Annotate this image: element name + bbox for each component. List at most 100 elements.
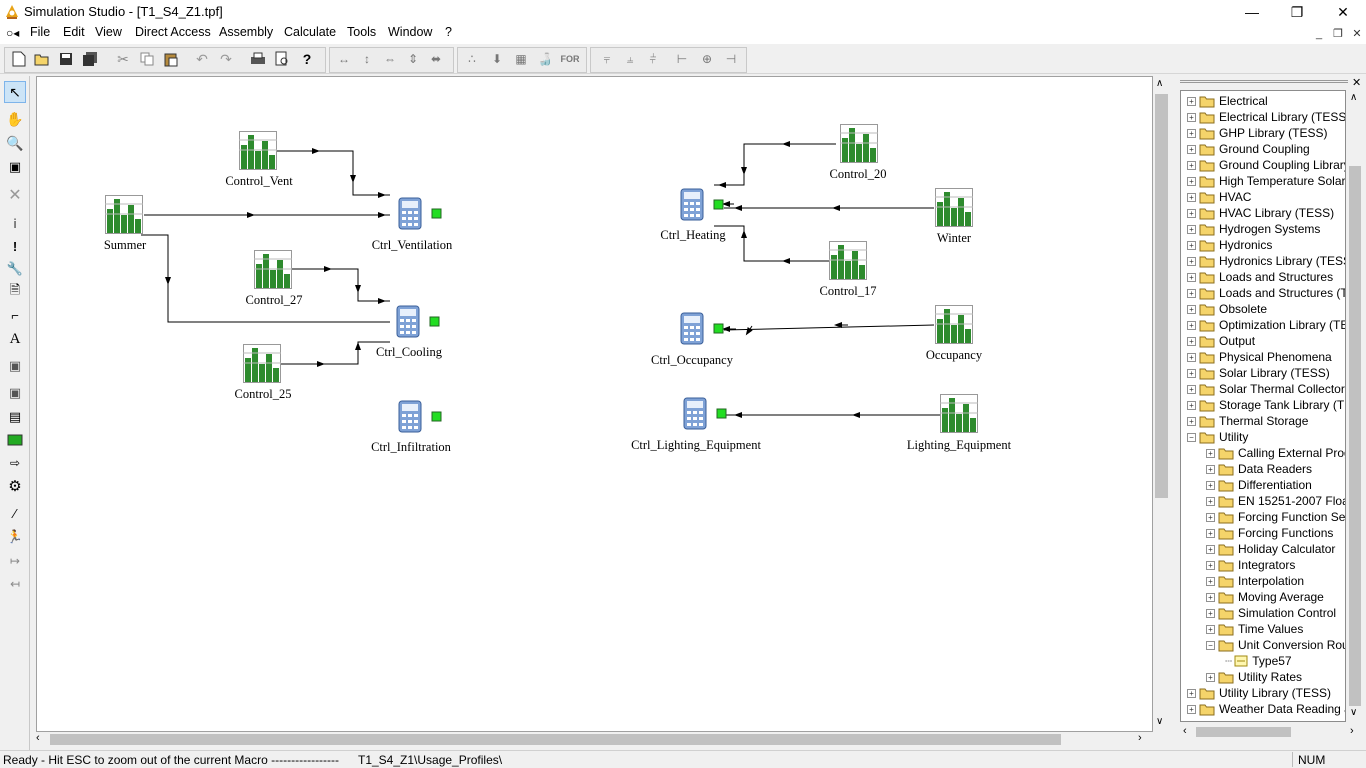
tree-item[interactable]: +Simulation Control	[1206, 605, 1336, 621]
expand-icon[interactable]: +	[1187, 112, 1196, 122]
tree-item[interactable]: +Obsolete	[1187, 301, 1267, 317]
probe-icon[interactable]: ∕	[13, 505, 17, 521]
tree-item[interactable]: +Output	[1187, 333, 1255, 349]
horizontal-scrollbar[interactable]: ‹ ›	[36, 732, 1153, 747]
library-tree[interactable]: +Electrical+Electrical Library (TESS)+GH…	[1180, 90, 1346, 722]
expand-icon[interactable]: +	[1206, 512, 1215, 522]
same-height-icon[interactable]: ⇕	[407, 52, 419, 66]
align-right-icon[interactable]: ⊣	[725, 52, 737, 66]
tree-item[interactable]: +GHP Library (TESS)	[1187, 125, 1327, 141]
text-tool-icon[interactable]: A	[9, 330, 21, 347]
vertical-scrollbar[interactable]: ∧ ∨	[1153, 76, 1170, 732]
same-width-icon[interactable]: ⇔	[384, 52, 396, 66]
expand-icon[interactable]: +	[1187, 208, 1196, 218]
component-control-vent[interactable]	[239, 131, 277, 174]
align-bottom-icon[interactable]: ⫩	[649, 51, 657, 66]
expand-icon[interactable]: +	[1187, 352, 1196, 362]
expand-icon[interactable]: +	[1187, 336, 1196, 346]
collapse-icon[interactable]: −	[1187, 432, 1196, 442]
settings-gear-icon[interactable]: ⚙	[8, 478, 22, 495]
table-icon[interactable]: ▦	[515, 52, 527, 66]
menu-calculate[interactable]: Calculate	[284, 25, 337, 39]
undo-icon[interactable]: ↶	[196, 50, 208, 67]
expand-icon[interactable]: +	[1206, 448, 1215, 458]
component-ctrl-occupancy[interactable]	[680, 312, 726, 349]
menu-window[interactable]: Window	[388, 25, 433, 39]
expand-icon[interactable]: +	[1206, 528, 1215, 538]
expand-icon[interactable]: +	[1187, 128, 1196, 138]
panel-close-icon[interactable]: ✕	[1352, 77, 1362, 89]
component-control-25[interactable]	[243, 344, 281, 387]
tree-item[interactable]: ┄Type57	[1225, 653, 1292, 669]
select-pointer-icon[interactable]: ↖	[4, 81, 26, 103]
tree-scroll-down-icon[interactable]: ∨	[1350, 707, 1358, 718]
print-preview-icon[interactable]	[272, 49, 292, 69]
expand-icon[interactable]: +	[1206, 592, 1215, 602]
expand-icon[interactable]: +	[1187, 256, 1196, 266]
tree-scroll-up-icon[interactable]: ∧	[1350, 92, 1358, 103]
component-control-27[interactable]	[254, 250, 292, 293]
delete-icon[interactable]: ✕	[8, 187, 22, 204]
tree-item[interactable]: +Forcing Function Seq	[1206, 509, 1345, 525]
expand-icon[interactable]: +	[1206, 544, 1215, 554]
document-icon[interactable]: 🗎	[9, 282, 21, 297]
zoom-icon[interactable]: 🔍	[6, 134, 24, 151]
tree-item[interactable]: +Thermal Storage	[1187, 413, 1308, 429]
expand-icon[interactable]: +	[1187, 416, 1196, 426]
space-horizontal-icon[interactable]: ↔	[338, 52, 350, 66]
macro-icon[interactable]: ▣	[8, 358, 22, 373]
tree-item[interactable]: +Utility Rates	[1206, 669, 1302, 685]
tree-item[interactable]: +Holiday Calculator	[1206, 541, 1335, 557]
wrench-icon[interactable]: 🔧	[6, 261, 24, 276]
expand-icon[interactable]: +	[1187, 96, 1196, 106]
child-minimize-icon[interactable]: _	[1315, 27, 1323, 40]
run-icon[interactable]: 🏃	[6, 529, 24, 544]
tree-item[interactable]: +Loads and Structures	[1187, 269, 1333, 285]
macro-expand-icon[interactable]: ▣	[8, 385, 22, 400]
tree-item[interactable]: +Moving Average	[1206, 589, 1324, 605]
align-left-icon[interactable]: ⊢	[676, 52, 688, 66]
expand-icon[interactable]: +	[1206, 496, 1215, 506]
scroll-down-icon[interactable]: ∨	[1156, 716, 1164, 727]
tree-item[interactable]: +High Temperature Solar (T	[1187, 173, 1345, 189]
tree-scroll-left-icon[interactable]: ‹	[1183, 725, 1187, 737]
export-icon[interactable]: ↦	[9, 554, 21, 568]
expand-icon[interactable]: +	[1206, 480, 1215, 490]
tree-item[interactable]: +HVAC Library (TESS)	[1187, 205, 1334, 221]
component-ctrl-lighting-equipment[interactable]	[683, 397, 729, 434]
expand-icon[interactable]: +	[1187, 688, 1196, 698]
for-loop-icon[interactable]: FOR	[560, 54, 580, 64]
expand-icon[interactable]: +	[1206, 608, 1215, 618]
expand-icon[interactable]: +	[1206, 672, 1215, 682]
vertical-scroll-thumb[interactable]	[1155, 94, 1168, 498]
tree-item[interactable]: +Differentiation	[1206, 477, 1312, 493]
component-ctrl-heating[interactable]	[680, 188, 726, 225]
expand-icon[interactable]: +	[1187, 192, 1196, 202]
minimize-icon[interactable]: —	[1245, 4, 1259, 20]
tree-item[interactable]: +Integrators	[1206, 557, 1295, 573]
expand-icon[interactable]: +	[1187, 224, 1196, 234]
collapse-icon[interactable]: −	[1206, 640, 1215, 650]
redo-icon[interactable]: ↷	[220, 50, 232, 67]
tree-item[interactable]: −Utility	[1187, 429, 1248, 445]
tree-item[interactable]: +Electrical Library (TESS)	[1187, 109, 1345, 125]
same-size-icon[interactable]: ⬌	[430, 52, 442, 66]
tree-item[interactable]: +Hydronics	[1187, 237, 1272, 253]
new-file-icon[interactable]	[9, 49, 29, 69]
tree-item[interactable]: +Storage Tank Library (TES	[1187, 397, 1345, 413]
component-ctrl-cooling[interactable]	[396, 305, 442, 342]
tree-scroll-thumb[interactable]	[1349, 166, 1361, 706]
tree-item[interactable]: +Hydrogen Systems	[1187, 221, 1320, 237]
menu-direct-access[interactable]: Direct Access	[135, 25, 211, 39]
expand-icon[interactable]: +	[1206, 464, 1215, 474]
expand-icon[interactable]: +	[1206, 560, 1215, 570]
tree-item[interactable]: +Utility Library (TESS)	[1187, 685, 1331, 701]
link-icon[interactable]: ∴	[468, 52, 476, 66]
save-all-icon[interactable]	[80, 49, 100, 69]
component-lighting-equipment[interactable]	[940, 394, 978, 437]
expand-icon[interactable]: +	[1187, 368, 1196, 378]
expand-icon[interactable]: +	[1187, 704, 1196, 714]
tree-hscroll-thumb[interactable]	[1196, 727, 1291, 737]
zoom-fit-icon[interactable]: ▣	[8, 159, 22, 174]
expand-icon[interactable]: +	[1187, 384, 1196, 394]
